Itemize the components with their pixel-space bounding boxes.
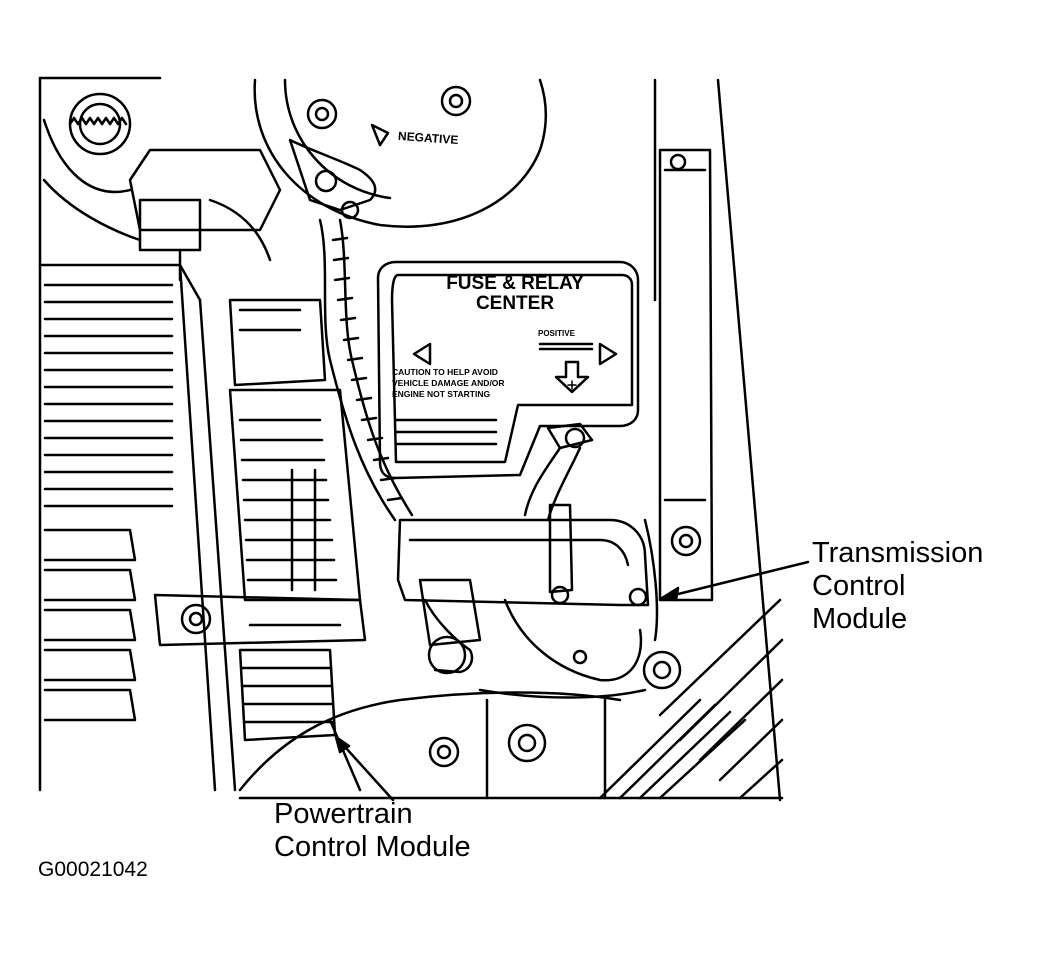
pcm-leader-arrow (334, 735, 395, 802)
caution-line: ENGINE NOT STARTING (392, 389, 491, 399)
tcm-callout-label: Transmission Control Module (812, 537, 983, 636)
fuse-box-title-line: FUSE & RELAY (446, 273, 584, 294)
tcm-label-line: Control (812, 570, 906, 602)
strut-tower (253, 78, 548, 228)
caution-line: VEHICLE DAMAGE AND/OR (392, 378, 505, 388)
fuse-relay-center (376, 260, 640, 480)
fuse-box-caution: CAUTION TO HELP AVOID VEHICLE DAMAGE AND… (392, 367, 542, 400)
tcm-label-line: Transmission (812, 537, 984, 569)
pcm-callout-label: Powertrain Control Module (274, 798, 471, 864)
caution-line: CAUTION TO HELP AVOID (392, 367, 498, 377)
figure-id: G00021042 (38, 858, 148, 881)
fuse-box-title-line: CENTER (475, 293, 555, 314)
powertrain-control-module (153, 298, 367, 742)
pcm-label-line: Powertrain (274, 798, 413, 830)
fin-grille (38, 263, 237, 792)
harness-bracket (128, 148, 282, 282)
positive-cable (523, 422, 594, 522)
transmission-control-module (396, 503, 650, 699)
illustration-frame (38, 76, 784, 802)
tcm-leader-arrow (660, 560, 810, 602)
negative-cable (288, 138, 414, 522)
reservoir-cap (42, 92, 142, 242)
pcm-label-line: Control Module (274, 831, 471, 863)
lower-panel (238, 691, 622, 800)
fuse-box-title: FUSE & RELAY CENTER (420, 274, 610, 314)
tcm-label-line: Module (812, 603, 908, 635)
positive-terminal-label: POSITIVE (538, 329, 575, 338)
right-fender (598, 148, 784, 800)
